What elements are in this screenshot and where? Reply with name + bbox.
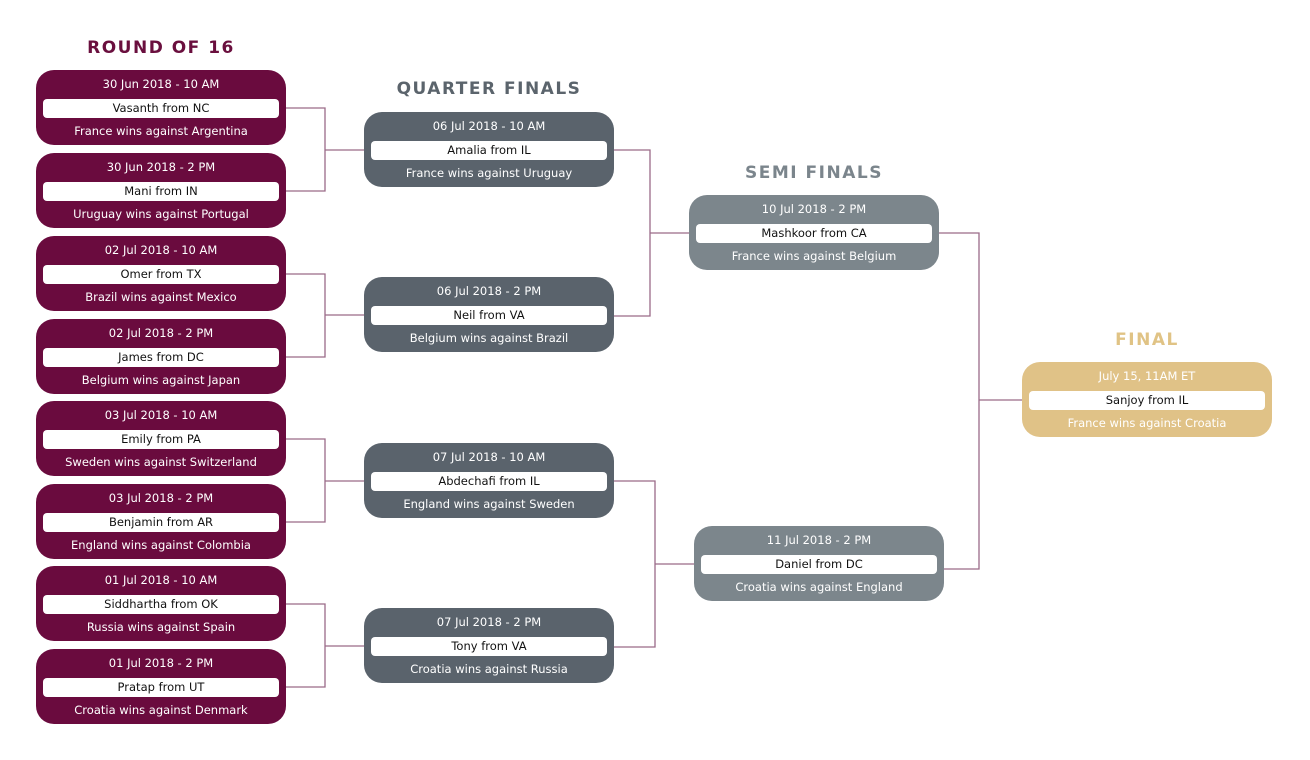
match-date: 02 Jul 2018 - 2 PM — [108, 326, 214, 340]
match-pick: Sanjoy from IL — [1029, 391, 1265, 410]
match-pick: Abdechafi from IL — [371, 472, 607, 491]
match-date: 07 Jul 2018 - 2 PM — [436, 615, 542, 629]
r16-match-card: 02 Jul 2018 - 2 PM James from DC Belgium… — [36, 319, 286, 394]
match-pick: Siddhartha from OK — [43, 595, 279, 614]
match-result: Russia wins against Spain — [86, 620, 236, 634]
match-date: 02 Jul 2018 - 10 AM — [104, 243, 218, 257]
qf-match-card: 06 Jul 2018 - 10 AM Amalia from IL Franc… — [364, 112, 614, 187]
connector-r16-1-2-to-qf-1 — [285, 107, 364, 192]
match-date: 01 Jul 2018 - 2 PM — [108, 656, 214, 670]
match-pick: Pratap from UT — [43, 678, 279, 697]
match-result: France wins against Croatia — [1067, 416, 1227, 430]
match-result: Belgium wins against Japan — [81, 373, 241, 387]
match-result: Croatia wins against England — [735, 580, 903, 594]
sf-match-card: 10 Jul 2018 - 2 PM Mashkoor from CA Fran… — [689, 195, 939, 270]
match-pick: Daniel from DC — [701, 555, 937, 574]
match-date: July 15, 11AM ET — [1098, 369, 1196, 383]
qf-match-card: 06 Jul 2018 - 2 PM Neil from VA Belgium … — [364, 277, 614, 352]
semi-finals-title: SEMI FINALS — [745, 163, 883, 183]
match-pick: James from DC — [43, 348, 279, 367]
final-title: FINAL — [1115, 330, 1179, 350]
r16-match-card: 01 Jul 2018 - 10 AM Siddhartha from OK R… — [36, 566, 286, 641]
match-date: 03 Jul 2018 - 10 AM — [104, 408, 218, 422]
match-date: 30 Jun 2018 - 10 AM — [102, 77, 220, 91]
match-result: Brazil wins against Mexico — [85, 290, 237, 304]
match-date: 30 Jun 2018 - 2 PM — [106, 160, 216, 174]
r16-match-card: 30 Jun 2018 - 10 AM Vasanth from NC Fran… — [36, 70, 286, 145]
round-of-16-title: ROUND OF 16 — [87, 38, 235, 58]
match-result: Uruguay wins against Portugal — [73, 207, 249, 221]
match-result: England wins against Sweden — [403, 497, 575, 511]
match-pick: Mani from IN — [43, 182, 279, 201]
match-result: France wins against Belgium — [731, 249, 897, 263]
match-result: France wins against Uruguay — [405, 166, 573, 180]
qf-match-card: 07 Jul 2018 - 10 AM Abdechafi from IL En… — [364, 443, 614, 518]
match-date: 06 Jul 2018 - 10 AM — [432, 119, 546, 133]
match-date: 03 Jul 2018 - 2 PM — [108, 491, 214, 505]
r16-match-card: 01 Jul 2018 - 2 PM Pratap from UT Croati… — [36, 649, 286, 724]
match-pick: Omer from TX — [43, 265, 279, 284]
r16-match-card: 02 Jul 2018 - 10 AM Omer from TX Brazil … — [36, 236, 286, 311]
match-result: Belgium wins against Brazil — [409, 331, 569, 345]
connector-r16-7-8-to-qf-4 — [285, 603, 364, 688]
match-date: 07 Jul 2018 - 10 AM — [432, 450, 546, 464]
sf-match-card: 11 Jul 2018 - 2 PM Daniel from DC Croati… — [694, 526, 944, 601]
match-pick: Tony from VA — [371, 637, 607, 656]
connector-r16-3-4-to-qf-2 — [285, 273, 364, 358]
match-result: England wins against Colombia — [71, 538, 251, 552]
r16-match-card: 30 Jun 2018 - 2 PM Mani from IN Uruguay … — [36, 153, 286, 228]
final-match-card: July 15, 11AM ET Sanjoy from IL France w… — [1022, 362, 1272, 437]
match-result: Croatia wins against Denmark — [74, 703, 248, 717]
match-pick: Emily from PA — [43, 430, 279, 449]
match-result: Sweden wins against Switzerland — [65, 455, 257, 469]
qf-match-card: 07 Jul 2018 - 2 PM Tony from VA Croatia … — [364, 608, 614, 683]
r16-match-card: 03 Jul 2018 - 10 AM Emily from PA Sweden… — [36, 401, 286, 476]
match-result: France wins against Argentina — [74, 124, 248, 138]
connector-qf-1-2-to-sf-1 — [614, 149, 689, 317]
quarter-finals-title: QUARTER FINALS — [396, 79, 582, 99]
connector-r16-5-6-to-qf-3 — [285, 438, 364, 523]
connector-qf-3-4-to-sf-2 — [614, 480, 694, 648]
match-pick: Amalia from IL — [371, 141, 607, 160]
connector-sf-to-final — [939, 232, 1022, 570]
match-pick: Benjamin from AR — [43, 513, 279, 532]
match-date: 10 Jul 2018 - 2 PM — [761, 202, 867, 216]
r16-match-card: 03 Jul 2018 - 2 PM Benjamin from AR Engl… — [36, 484, 286, 559]
match-date: 06 Jul 2018 - 2 PM — [436, 284, 542, 298]
match-result: Croatia wins against Russia — [410, 662, 568, 676]
match-pick: Neil from VA — [371, 306, 607, 325]
match-pick: Mashkoor from CA — [696, 224, 932, 243]
match-pick: Vasanth from NC — [43, 99, 279, 118]
match-date: 11 Jul 2018 - 2 PM — [766, 533, 872, 547]
match-date: 01 Jul 2018 - 10 AM — [104, 573, 218, 587]
